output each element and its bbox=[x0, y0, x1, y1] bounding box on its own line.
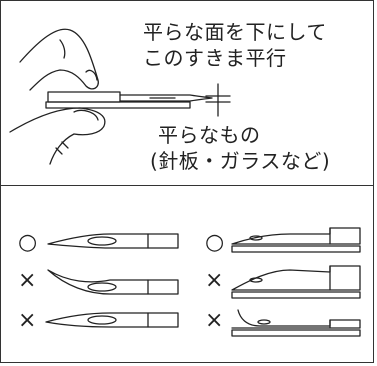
needle-top-blunt bbox=[45, 312, 179, 328]
upper-thumb-nail bbox=[85, 69, 98, 81]
ok-mark-right: ○ bbox=[205, 230, 225, 255]
lower-finger bbox=[9, 107, 106, 165]
ok-mark-left: ○ bbox=[18, 230, 38, 255]
needle-side-bent bbox=[231, 265, 361, 299]
upper-thumb bbox=[19, 28, 99, 91]
ng-mark-right-2: × bbox=[205, 308, 224, 333]
instruction-flat-side-down: 平らな面を下にして bbox=[143, 20, 327, 44]
lower-finger-crease bbox=[55, 141, 69, 155]
ng-mark-right-1: × bbox=[205, 268, 224, 293]
needle-blade bbox=[119, 94, 213, 102]
needle-side-parallel bbox=[231, 227, 361, 253]
needle-side-hooked bbox=[231, 309, 361, 337]
section-divider bbox=[0, 185, 374, 186]
instruction-flat-surface: 平らなもの bbox=[158, 123, 261, 147]
upper-thumb-crease bbox=[59, 39, 66, 59]
instruction-surface-examples: (針板・ガラスなど) bbox=[150, 149, 331, 173]
flat-plate bbox=[45, 101, 191, 109]
ng-mark-left-2: × bbox=[18, 308, 37, 333]
needle-top-straight bbox=[47, 233, 179, 249]
lower-finger-nail bbox=[73, 109, 99, 121]
instruction-gap-parallel: このすきま平行 bbox=[143, 46, 287, 70]
ng-mark-left-1: × bbox=[18, 268, 37, 293]
needle-top-bent bbox=[47, 269, 179, 295]
